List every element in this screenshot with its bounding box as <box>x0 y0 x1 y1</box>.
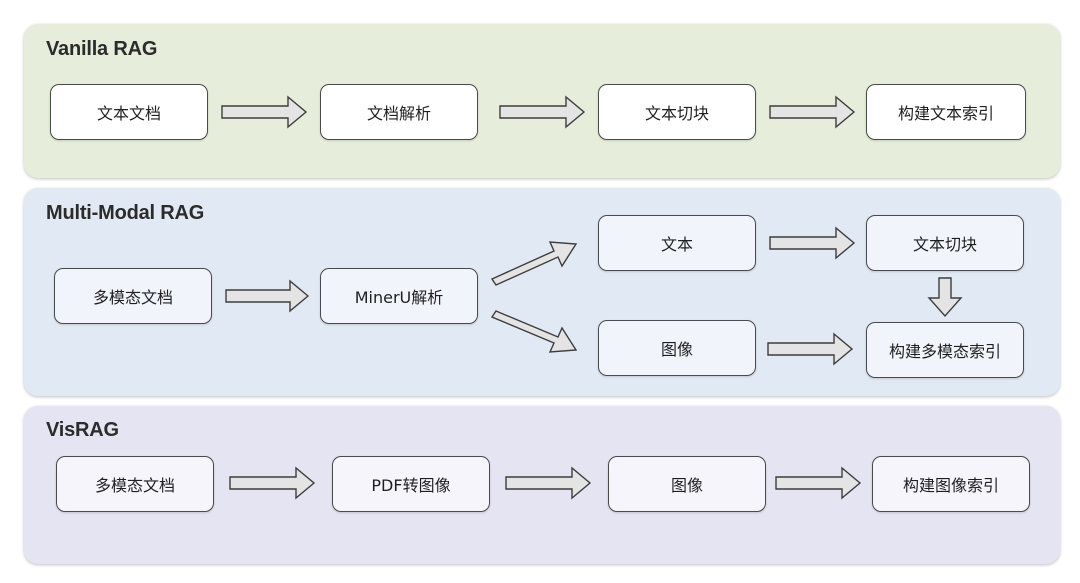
arrow-pdf-to-image-to-image <box>505 466 592 500</box>
visrag-node-pdf-to-image: PDF转图像 <box>332 456 490 512</box>
arrow-text-chunking-to-index <box>927 277 963 318</box>
visrag-title: VisRAG <box>46 419 119 441</box>
arrow-source-to-pdf-to-image <box>229 466 316 500</box>
arrow-source-to-mineru <box>225 279 310 313</box>
vanilla-node-build-text-index: 构建文本索引 <box>866 84 1026 140</box>
multimodal-rag-title: Multi-Modal RAG <box>46 202 205 224</box>
visrag-node-image: 图像 <box>608 456 766 512</box>
arrow-mineru-to-text <box>490 241 578 286</box>
multimodal-node-mineru-parsing: MinerU解析 <box>320 268 478 324</box>
arrow-image-to-multimodal-index <box>767 332 854 366</box>
vanilla-node-text-document: 文本文档 <box>50 84 208 140</box>
multimodal-node-text-chunking: 文本切块 <box>866 215 1024 271</box>
multimodal-node-build-multimodal-index: 构建多模态索引 <box>866 322 1024 378</box>
arrow-image-to-image-index <box>775 466 862 500</box>
visrag-node-build-image-index: 构建图像索引 <box>872 456 1030 512</box>
arrow-text-to-text-chunking <box>769 226 856 260</box>
arrow-parsing-to-chunking <box>499 95 586 129</box>
multimodal-node-text: 文本 <box>598 215 756 271</box>
multimodal-node-source-document: 多模态文档 <box>54 268 212 324</box>
vanilla-rag-title: Vanilla RAG <box>46 38 158 60</box>
arrow-chunking-to-text-index <box>769 95 856 129</box>
arrow-mineru-to-image <box>490 310 578 353</box>
arrow-text-document-to-parsing <box>221 95 308 129</box>
vanilla-node-document-parsing: 文档解析 <box>320 84 478 140</box>
visrag-node-source-document: 多模态文档 <box>56 456 214 512</box>
multimodal-node-image: 图像 <box>598 320 756 376</box>
vanilla-node-text-chunking: 文本切块 <box>598 84 756 140</box>
